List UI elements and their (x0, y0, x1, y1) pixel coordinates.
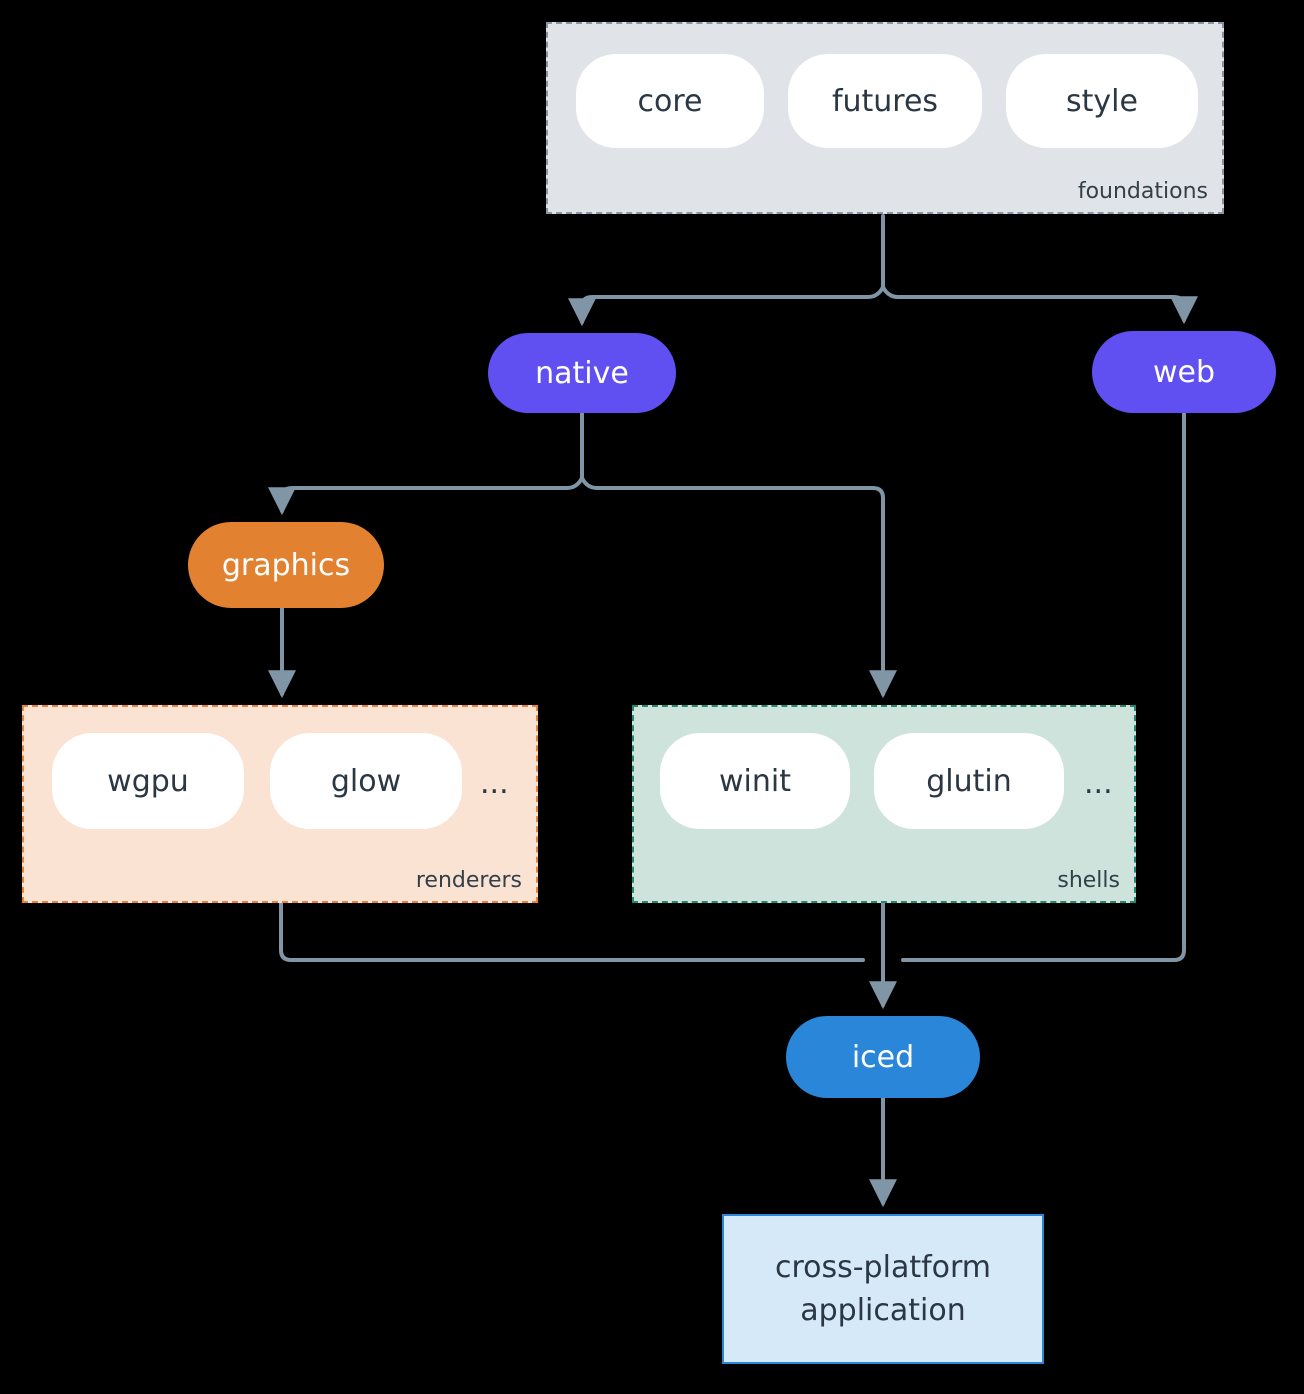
cluster-renderers: wgpu glow ... renderers (22, 705, 538, 903)
node-futures-label: futures (831, 83, 939, 119)
node-native-label: native (535, 355, 629, 391)
cluster-renderers-label: renderers (415, 868, 522, 893)
cluster-foundations-label: foundations (1077, 179, 1208, 204)
node-iced[interactable]: iced (786, 1016, 980, 1098)
edge-foundations-to-web (881, 285, 1198, 325)
edge-renderers-to-iced (279, 901, 865, 962)
edge-native-to-graphics (268, 476, 584, 516)
application-label-line1: cross-platform (774, 1249, 992, 1285)
node-glow-label: glow (330, 763, 402, 799)
node-glow[interactable]: glow (270, 733, 462, 829)
node-wgpu-label: wgpu (107, 763, 189, 799)
node-futures[interactable]: futures (788, 54, 982, 148)
edge-native-to-shells (580, 476, 897, 699)
edge-foundations-to-native (568, 285, 885, 327)
renderers-overflow-ellipsis: ... (480, 766, 509, 801)
node-style[interactable]: style (1006, 54, 1198, 148)
node-core[interactable]: core (576, 54, 764, 148)
node-graphics[interactable]: graphics (188, 522, 384, 608)
node-graphics-label: graphics (221, 547, 351, 583)
node-cross-platform-application[interactable]: cross-platform application (722, 1214, 1044, 1364)
node-winit[interactable]: winit (660, 733, 850, 829)
application-label-line2: application (800, 1293, 966, 1328)
node-glutin[interactable]: glutin (874, 733, 1064, 829)
node-native[interactable]: native (488, 333, 676, 413)
node-glutin-label: glutin (926, 763, 1012, 799)
node-web[interactable]: web (1092, 331, 1276, 413)
node-iced-label: iced (851, 1039, 915, 1075)
node-style-label: style (1066, 83, 1138, 119)
cluster-shells: winit glutin ... shells (632, 705, 1136, 903)
node-winit-label: winit (719, 763, 791, 799)
shells-overflow-ellipsis: ... (1084, 766, 1113, 801)
node-wgpu[interactable]: wgpu (52, 733, 244, 829)
cluster-shells-label: shells (1057, 868, 1120, 893)
node-web-label: web (1152, 354, 1216, 390)
node-core-label: core (637, 83, 703, 119)
cluster-foundations: core futures style foundations (546, 22, 1224, 214)
